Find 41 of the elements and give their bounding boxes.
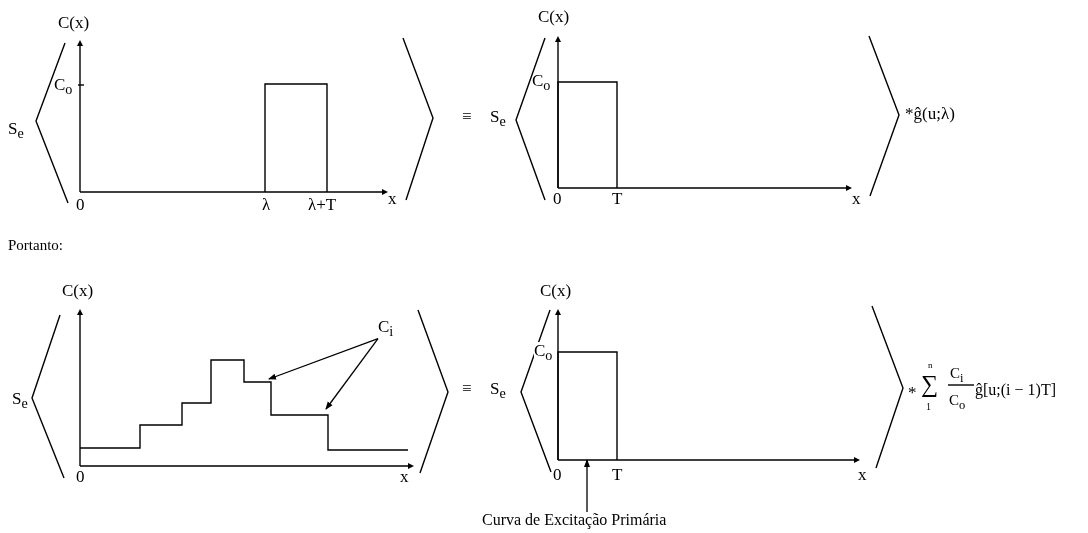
step-curve <box>79 359 409 451</box>
axis-title: x <box>388 190 397 207</box>
summation-limit: 1 <box>926 402 931 412</box>
equivalence-sign: ≡ <box>462 108 472 125</box>
leader-line <box>325 337 379 410</box>
tick-label: T <box>612 466 623 483</box>
tick-label: 0 <box>553 466 562 483</box>
summation-limit: n <box>928 361 933 370</box>
axis-value: C$_{o}$ <box>532 72 551 93</box>
tick-label: 0 <box>553 190 562 207</box>
fraction-numerator: C$_{i}$ <box>950 366 964 385</box>
formula: ĝ[u;(i − 1)T] <box>975 382 1056 398</box>
leader-line <box>584 459 590 513</box>
tick-label: 0 <box>76 196 85 213</box>
operator-symbol: S$_{e}$ <box>8 120 24 141</box>
leader-line <box>268 337 379 380</box>
tick-label: λ <box>262 196 271 213</box>
axis-title: C(x) <box>540 282 572 299</box>
axis-title: x <box>858 466 867 483</box>
axis-title: C(x) <box>538 8 570 25</box>
summation-sign: ∑ <box>921 372 939 396</box>
axis-value: C$_{o}$ <box>54 76 73 97</box>
fraction-denominator: C$_{o}$ <box>949 393 966 412</box>
axis-title: C(x) <box>62 282 94 299</box>
formula: *ĝ(u;λ) <box>905 105 955 122</box>
operator-symbol: * <box>908 384 917 401</box>
axis-title: x <box>852 190 861 207</box>
axis-title: C(x) <box>58 14 90 31</box>
tick-label: λ+T <box>308 196 337 213</box>
axis-title: x <box>400 468 409 485</box>
operator-symbol: S$_{e}$ <box>490 380 506 401</box>
callout-label: C$_{i}$ <box>378 318 394 339</box>
axis-value: C$_{o}$ <box>534 342 553 363</box>
pulse-curve <box>557 351 618 461</box>
tick-label: 0 <box>76 468 85 485</box>
operator-symbol: S$_{e}$ <box>12 390 28 411</box>
caption-label: Curva de Excitação Primária <box>482 512 667 528</box>
tick-label: T <box>612 190 623 207</box>
text-label: Portanto: <box>8 238 63 253</box>
equivalence-sign: ≡ <box>462 380 472 397</box>
operator-symbol: S$_{e}$ <box>490 108 506 129</box>
